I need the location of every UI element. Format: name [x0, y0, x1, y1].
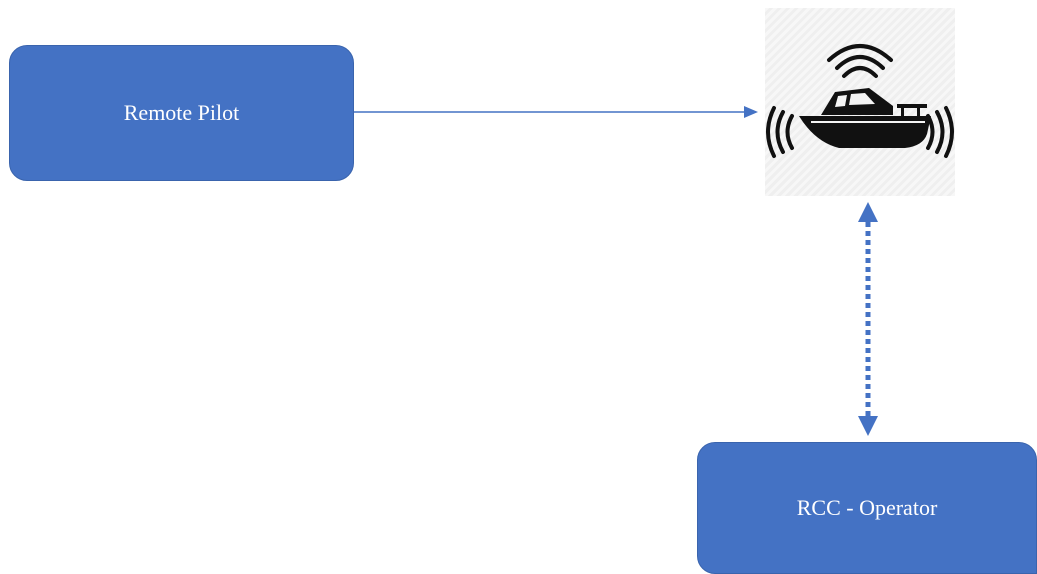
boat-icon: [799, 88, 931, 148]
remote-pilot-label: Remote Pilot: [123, 100, 240, 125]
rcc-operator-label: RCC - Operator: [796, 495, 938, 520]
signal-waves-left-icon: [766, 106, 794, 158]
remote-controlled-boat-icon: [766, 44, 954, 158]
remote-pilot-node: Remote Pilot: [9, 45, 354, 181]
vessel-image: [765, 8, 955, 196]
vessel-operator-link-arrow: [858, 202, 878, 436]
signal-waves-top-icon: [827, 44, 893, 78]
rcc-operator-node: RCC - Operator: [697, 442, 1037, 574]
pilot-to-vessel-arrow: [354, 106, 758, 118]
signal-waves-right-icon: [926, 106, 954, 158]
